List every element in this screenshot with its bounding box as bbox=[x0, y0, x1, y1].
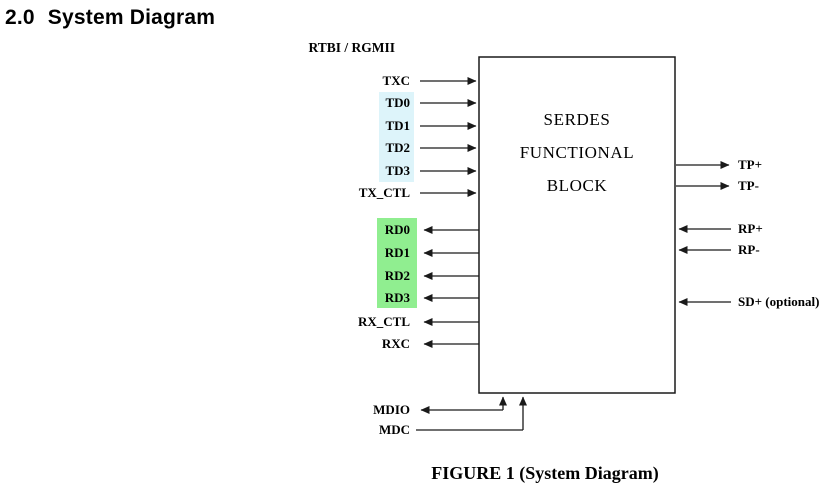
rx-data-highlight bbox=[377, 218, 417, 308]
section-title: System Diagram bbox=[47, 6, 216, 29]
signal-label-rxc: RXC bbox=[381, 336, 410, 351]
signal-label-tp-minus: TP- bbox=[738, 178, 759, 193]
serdes-block-line-2: FUNCTIONAL bbox=[519, 143, 635, 162]
signal-label-td1: TD1 bbox=[385, 118, 410, 133]
signal-label-td3: TD3 bbox=[385, 163, 410, 178]
signal-label-rx-ctl: RX_CTL bbox=[357, 314, 410, 329]
section-number: 2.0 bbox=[5, 6, 35, 29]
signal-label-tx-ctl: TX_CTL bbox=[358, 185, 410, 200]
signal-label-mdio: MDIO bbox=[373, 402, 410, 417]
section-heading: 2.0 System Diagram bbox=[5, 6, 215, 30]
tx-data-highlight bbox=[379, 92, 414, 182]
interface-label: RTBI / RGMII bbox=[308, 40, 395, 55]
signal-label-txc: TXC bbox=[382, 73, 410, 88]
signal-label-rd1: RD1 bbox=[384, 245, 410, 260]
signal-label-td2: TD2 bbox=[385, 140, 410, 155]
figure-caption: FIGURE 1 (System Diagram) bbox=[431, 463, 659, 483]
signal-label-rd3: RD3 bbox=[384, 290, 410, 305]
signal-label-mdc: MDC bbox=[378, 422, 410, 437]
serdes-block-line-1: SERDES bbox=[543, 110, 611, 129]
signal-label-rp-plus: RP+ bbox=[738, 221, 763, 236]
signal-label-rp-minus: RP- bbox=[738, 242, 760, 257]
signal-label-td0: TD0 bbox=[385, 95, 410, 110]
signal-label-sd-plus: SD+ (optional) bbox=[738, 294, 820, 309]
serdes-block-label: SERDES FUNCTIONAL BLOCK bbox=[479, 103, 675, 202]
signal-label-tp-plus: TP+ bbox=[738, 157, 763, 172]
signal-label-rd2: RD2 bbox=[384, 268, 410, 283]
serdes-block-outline bbox=[478, 56, 676, 394]
signal-label-rd0: RD0 bbox=[384, 222, 410, 237]
serdes-block-line-3: BLOCK bbox=[546, 176, 608, 195]
